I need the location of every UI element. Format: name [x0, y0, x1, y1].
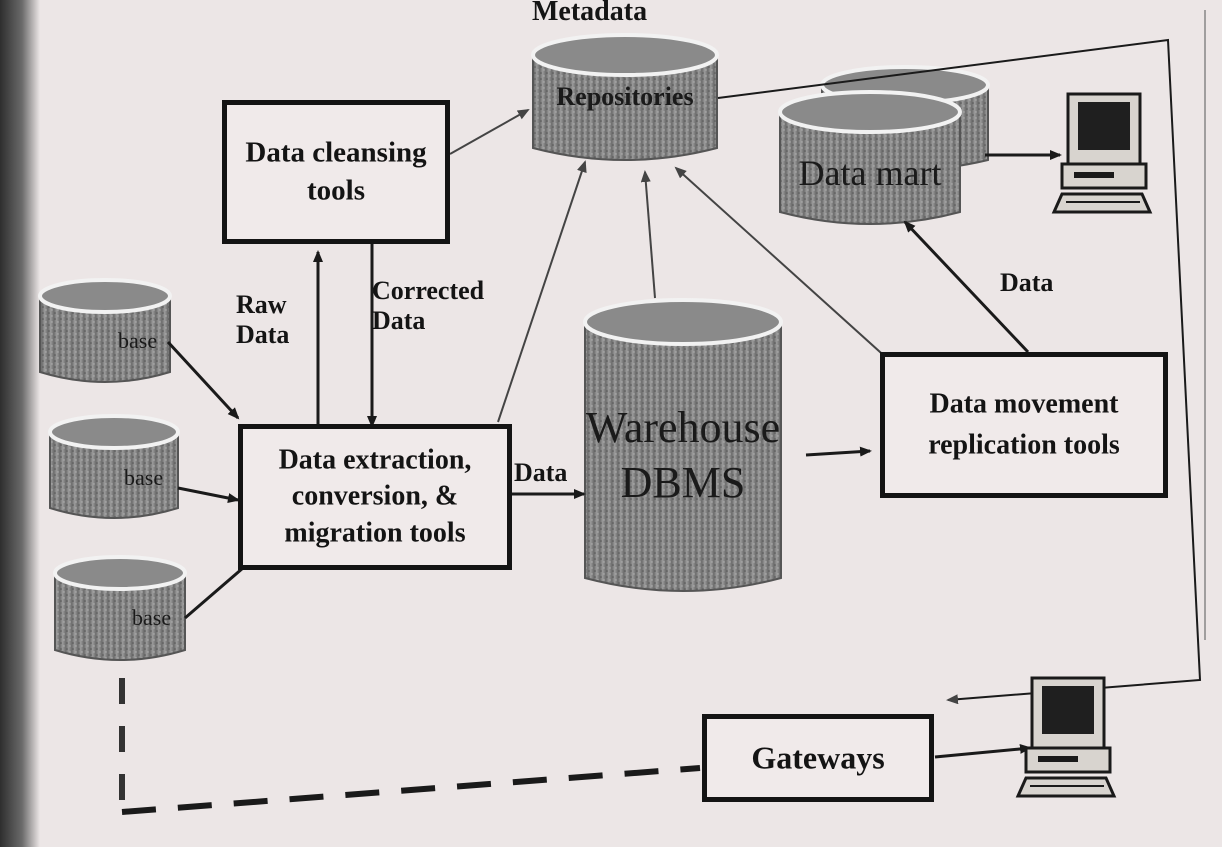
data-extraction-box: Data extraction, conversion, & migration…: [238, 424, 512, 570]
computer-icon: [1051, 92, 1153, 214]
source-db-2-label: base: [124, 465, 164, 490]
warehouse-cylinder: [583, 298, 783, 592]
datamart-cylinder: [778, 65, 990, 225]
metadata-title: Metadata: [532, 0, 648, 27]
data-cleansing-tools-box: Data cleansing tools: [222, 100, 450, 244]
datamart-label: Data mart: [798, 153, 942, 193]
page-shadow: [0, 0, 40, 847]
raw-data-label: Raw Data: [236, 290, 290, 349]
data-cleansing-tools-label: Data cleansing tools: [245, 136, 427, 206]
gateways-box: Gateways: [702, 714, 934, 802]
corrected-data-label: Corrected Data: [372, 276, 485, 335]
source-db-3: [53, 555, 187, 661]
repositories-label: Repositories: [556, 82, 694, 111]
data-extraction-label: Data extraction, conversion, & migration…: [278, 444, 472, 549]
repositories-cylinder: [531, 33, 719, 161]
gateways-label: Gateways: [751, 739, 885, 776]
data-movement-box: Data movement replication tools: [880, 352, 1168, 498]
data-to-dbms-label: Data: [514, 458, 568, 487]
warehouse-label: Warehouse DBMS: [585, 403, 781, 507]
source-db-1-label: base: [118, 328, 158, 353]
source-db-3-label: base: [132, 605, 172, 630]
source-db-2: [48, 414, 180, 519]
data-to-mart-label: Data: [1000, 268, 1054, 297]
computer-icon: [1015, 676, 1117, 798]
source-db-1: [38, 278, 172, 383]
data-movement-label: Data movement replication tools: [928, 388, 1120, 460]
